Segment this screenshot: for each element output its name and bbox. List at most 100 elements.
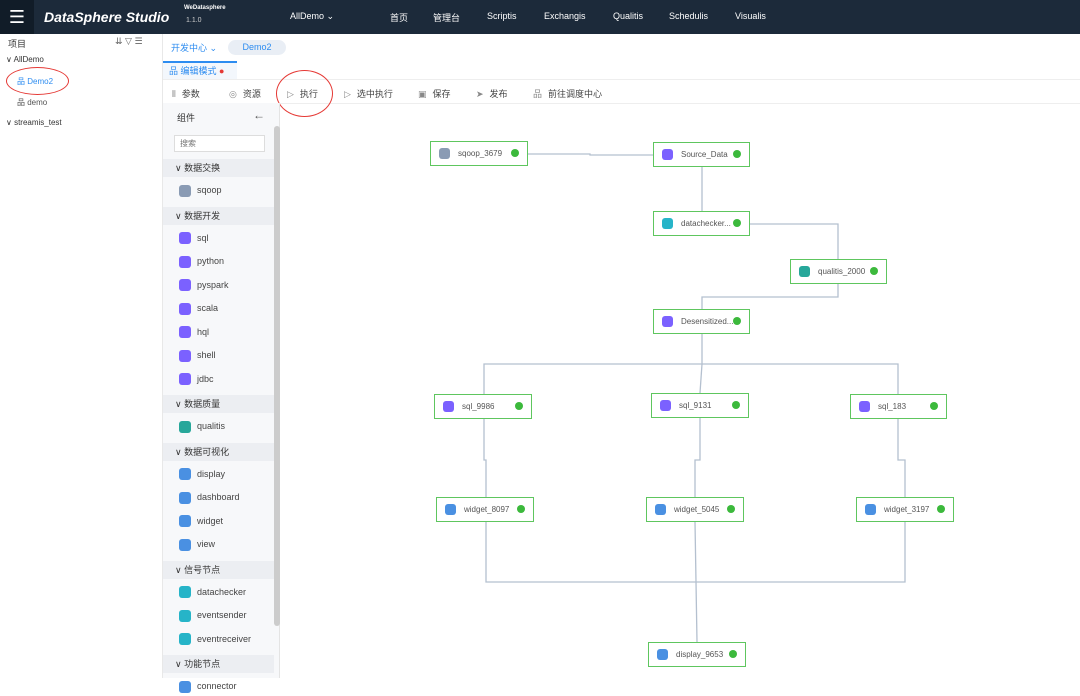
category-label: 数据开发 [184,210,221,221]
component-eventsender[interactable]: eventsender [179,605,247,625]
workflow-tag[interactable]: Demo2 [228,40,286,55]
node-type-icon [657,649,668,661]
tab-edit-mode[interactable]: 品 编辑模式 ● [163,61,237,79]
unsaved-dot-icon: ● [219,66,225,76]
component-pyspark[interactable]: pyspark [179,275,229,295]
category-header[interactable]: ∨ 数据可视化 [163,442,274,461]
toolbar-button-5[interactable]: ➤发布 [476,87,508,100]
node-type-icon [865,504,876,516]
node-type-icon [859,401,870,413]
workflow-node[interactable]: widget_5045 [646,497,744,522]
component-qualitis[interactable]: qualitis [179,416,225,436]
nav-0[interactable]: 首页 [390,13,409,23]
edge[interactable] [702,363,899,394]
nav-4[interactable]: Qualitis [613,11,644,21]
workflow-node[interactable]: sql_9131 [651,393,749,418]
workflow-node[interactable]: Source_Data [653,142,750,167]
component-icon [179,491,191,504]
tree-label: demo [27,98,48,107]
component-display[interactable]: display [179,464,225,484]
nav-6[interactable]: Visualis [735,11,766,21]
workflow-node[interactable]: Desensitized... [653,309,750,334]
component-sqoop[interactable]: sqoop [179,180,222,200]
component-sql[interactable]: sql [179,228,209,248]
toolbar-button-4[interactable]: ▣保存 [418,87,451,100]
success-check-icon [733,219,741,227]
collapse-arrow-icon[interactable]: ← [253,108,265,122]
workflow-node[interactable]: sqoop_3679 [430,141,528,166]
component-search-input[interactable] [174,135,265,152]
success-check-icon [727,505,735,513]
component-scala[interactable]: scala [179,298,218,318]
category-header[interactable]: ∨ 数据开发 [163,206,274,225]
workflow-node[interactable]: datachecker... [653,211,750,236]
nav-1[interactable]: 管理台 [433,13,461,23]
tree-item-alldemo[interactable]: ∨ AllDemo [6,55,44,64]
component-hql[interactable]: hql [179,322,209,342]
category-header[interactable]: ∨ 功能节点 [163,655,274,673]
component-datachecker[interactable]: datachecker [179,582,246,602]
edge[interactable] [483,334,703,394]
nav-3[interactable]: Exchangis [544,11,586,21]
node-label: datachecker... [681,219,731,228]
category-header[interactable]: ∨ 数据质量 [163,395,274,413]
project-selector[interactable]: AllDemo ⌄ [290,11,335,21]
edge[interactable] [694,418,701,497]
success-check-icon [733,150,741,158]
edge[interactable] [897,419,906,497]
node-type-icon [799,266,810,278]
toolbar-icon: ⫴ [172,89,176,99]
toolbar-label: 发布 [489,89,508,99]
component-icon [179,349,191,362]
menu-icon[interactable]: ☰ [0,0,34,34]
component-eventreceiver[interactable]: eventreceiver [179,629,251,649]
component-dashboard[interactable]: dashboard [179,487,240,507]
toolbar-button-1[interactable]: ◎资源 [229,87,261,100]
edge[interactable] [528,153,653,156]
component-connector[interactable]: connector [179,676,237,696]
dev-center-dropdown[interactable]: 开发中心 ⌄ [171,43,218,53]
component-widget[interactable]: widget [179,511,223,531]
main-nav: 首页 管理台 Scriptis Exchangis Qualitis Schedulis V… [0,11,1080,25]
category-header[interactable]: ∨ 数据交换 [163,159,274,177]
success-check-icon [515,402,523,410]
toolbar-button-0[interactable]: ⫴参数 [172,87,200,100]
component-jdbc[interactable]: jdbc [179,369,214,389]
component-label: hql [197,326,210,337]
sidebar-tools-icons[interactable]: ⇊ ▽ ☰ [115,36,143,46]
nav-2[interactable]: Scriptis [487,11,517,21]
version: 1.1.0 [186,17,202,24]
edge[interactable] [483,419,487,497]
category-label: 数据交换 [184,163,221,173]
node-label: Desensitized... [681,317,734,326]
workflow-node[interactable]: qualitis_2000 [790,259,887,284]
workflow-node[interactable]: display_9653 [648,642,746,667]
component-icon [179,633,191,646]
component-view[interactable]: view [179,534,215,554]
component-shell[interactable]: shell [179,345,216,365]
workflow-node[interactable]: widget_8097 [436,497,534,522]
component-python[interactable]: python [179,251,224,271]
category-header[interactable]: ∨ 信号节点 [163,560,274,579]
workflow-node[interactable]: sql_183 [850,394,947,419]
success-check-icon [511,149,519,157]
component-label: widget [197,515,224,526]
component-label: pyspark [197,279,229,290]
edge[interactable] [750,223,839,259]
panel-scrollbar[interactable] [274,126,280,626]
component-label: view [197,539,216,549]
toolbar-button-3[interactable]: ▷选中执行 [344,87,393,100]
tree-item-streamis-test[interactable]: ∨ streamis_test [6,118,62,127]
node-type-icon [443,401,454,413]
edge[interactable] [699,363,703,394]
tree-item-demo[interactable]: 品 demo [17,98,48,107]
tab-label: 编辑模式 [180,66,217,76]
edge[interactable] [701,284,839,309]
tree-label: AllDemo [13,55,44,64]
edge[interactable] [694,521,698,643]
workflow-node[interactable]: sql_9986 [434,394,532,419]
toolbar-button-6[interactable]: 品前往调度中心 [533,87,602,100]
workflow-node[interactable]: widget_3197 [856,497,954,522]
nav-5[interactable]: Schedulis [669,11,709,21]
